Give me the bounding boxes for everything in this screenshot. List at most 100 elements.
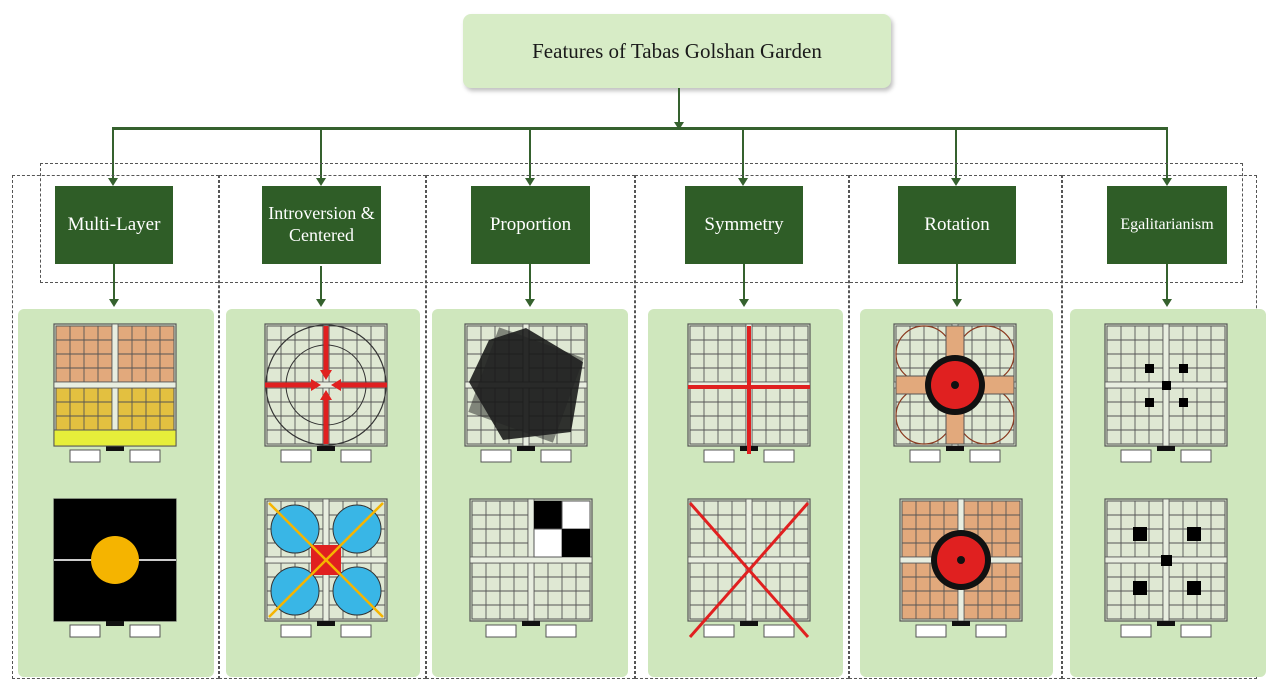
center-block (1162, 381, 1171, 390)
entrance-block-right (340, 624, 372, 638)
panel-connector-4 (743, 264, 745, 300)
panel-arrow-6 (1162, 299, 1172, 307)
root-connector (678, 88, 680, 126)
root-arrow-head (674, 122, 684, 130)
entrance-block-right (129, 449, 161, 463)
branch-connector-2 (320, 127, 322, 179)
proportion-cell (562, 529, 590, 557)
entrance-block-left (703, 624, 735, 638)
feature-label: Rotation (924, 213, 990, 235)
entrance-block-left (1120, 624, 1152, 638)
entrance-block-left (909, 449, 941, 463)
entrance-block-left (69, 624, 101, 638)
entrance-block-left (1120, 449, 1152, 463)
feature-label: Introversion & Centered (268, 203, 375, 245)
feature-label: Egalitarianism (1120, 216, 1214, 234)
axis-horizontal (469, 556, 593, 564)
entrance-block-right (129, 624, 161, 638)
introversion-plan-1 (264, 323, 388, 463)
rotation-pivot (951, 381, 959, 389)
rotated-square (468, 327, 584, 443)
rotation-plan-1 (893, 323, 1017, 463)
branch-connector-3 (529, 127, 531, 179)
equal-block (1133, 581, 1147, 595)
equal-block (1187, 581, 1201, 595)
arrow-head (331, 379, 341, 391)
root-title: Features of Tabas Golshan Garden (532, 38, 822, 63)
panel-arrow-3 (525, 299, 535, 307)
root-node: Features of Tabas Golshan Garden (463, 14, 891, 88)
entrance-block-left (69, 449, 101, 463)
entrance-block-left (915, 624, 947, 638)
multi-layer-plan-2 (53, 498, 177, 638)
entrance-block-right (763, 449, 795, 463)
branch-connector-5 (955, 127, 957, 179)
panel-arrow-4 (739, 299, 749, 307)
entrance-gate (317, 621, 335, 626)
feature-label: Multi-Layer (67, 213, 161, 235)
entrance-block-right (1180, 624, 1212, 638)
horizontal-connector (112, 127, 1168, 130)
symmetry-plan-1 (687, 323, 811, 463)
entrance-block-left (703, 449, 735, 463)
center-block (1161, 555, 1172, 566)
symmetry-plan-2 (687, 498, 811, 638)
diagonal-line (268, 502, 384, 618)
axis-horizontal (687, 556, 811, 564)
arrow-head (311, 379, 321, 391)
feature-box-proportion: Proportion (471, 186, 590, 264)
entrance-gate (740, 621, 758, 626)
entrance-gate (517, 446, 535, 451)
axis-horizontal (53, 381, 177, 389)
branch-arrow-2 (316, 178, 326, 186)
entrance-block-right (545, 624, 577, 638)
entrance-block-right (340, 449, 372, 463)
equal-block (1145, 398, 1154, 407)
feature-box-egalitarianism: Egalitarianism (1107, 186, 1227, 264)
entrance-gate (1157, 446, 1175, 451)
egalitarianism-plan-1 (1104, 323, 1228, 463)
layer-band (53, 429, 177, 447)
branch-arrow-6 (1162, 178, 1172, 186)
entrance-gate (952, 621, 970, 626)
entrance-block-right (975, 624, 1007, 638)
rotation-pivot (957, 556, 965, 564)
branch-connector-4 (742, 127, 744, 179)
entrance-gate (946, 446, 964, 451)
symmetry-diagonal (688, 502, 810, 638)
panel-connector-6 (1166, 264, 1168, 300)
panel-arrow-1 (109, 299, 119, 307)
entrance-block-left (480, 449, 512, 463)
feature-box-multi-layer: Multi-Layer (55, 186, 173, 264)
feature-label: Proportion (489, 213, 572, 235)
arrow-head (320, 370, 332, 380)
arrow-head (320, 390, 332, 400)
entrance-gate (317, 446, 335, 451)
equal-block (1133, 527, 1147, 541)
entrance-block-left (280, 624, 312, 638)
equal-block (1179, 364, 1188, 373)
feature-box-rotation: Rotation (898, 186, 1016, 264)
branch-connector-6 (1166, 127, 1168, 179)
center-circle (91, 536, 139, 584)
entrance-block-left (485, 624, 517, 638)
entrance-gate (106, 621, 124, 626)
entrance-block-right (540, 449, 572, 463)
proportion-cell (533, 528, 563, 558)
features-dashed-frame (40, 163, 1243, 283)
proportion-cell (561, 500, 591, 530)
equal-block (1179, 398, 1188, 407)
proportion-cell (534, 501, 562, 529)
proportion-plan-1 (464, 323, 588, 463)
introversion-plan-2 (264, 498, 388, 638)
branch-arrow-4 (738, 178, 748, 186)
entrance-block-right (1180, 449, 1212, 463)
panel-connector-2 (320, 266, 322, 300)
entrance-gate (1157, 621, 1175, 626)
entrance-block-right (763, 624, 795, 638)
feature-box-introversion: Introversion & Centered (262, 186, 381, 264)
feature-label: Symmetry (704, 213, 784, 235)
branch-arrow-1 (108, 178, 118, 186)
entrance-gate (106, 446, 124, 451)
entrance-block-left (280, 449, 312, 463)
